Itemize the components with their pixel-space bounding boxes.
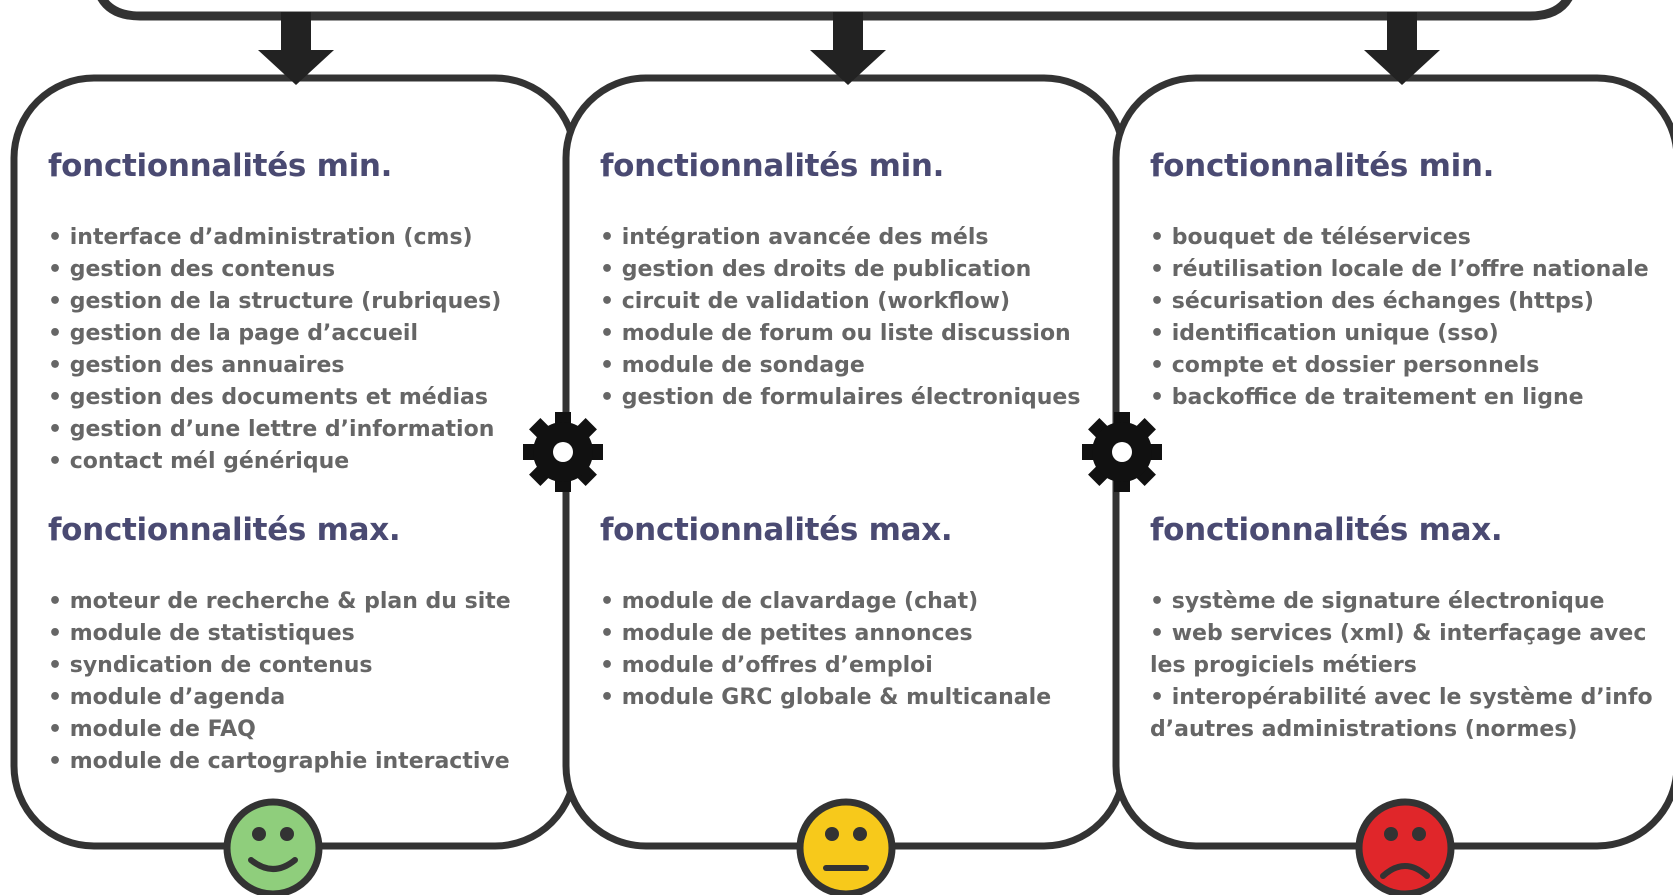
list-item: moteur de recherche & plan du site xyxy=(48,586,511,618)
list-item: identification unique (sso) xyxy=(1150,318,1649,350)
list-item: module de clavardage (chat) xyxy=(600,586,1051,618)
gear-icon xyxy=(523,412,603,492)
list-item: compte et dossier personnels xyxy=(1150,350,1649,382)
list-item: contact mél générique xyxy=(48,446,501,478)
list-item: système de signature électronique xyxy=(1150,586,1660,618)
list-item: interopérabilité avec le système d’info … xyxy=(1150,682,1660,746)
list-item: module de statistiques xyxy=(48,618,511,650)
list-item: module de cartographie interactive xyxy=(48,746,511,778)
panel-2-outline xyxy=(562,74,1128,850)
list-item: gestion d’une lettre d’information xyxy=(48,414,501,446)
min-features-heading: fonctionnalités min. xyxy=(1150,148,1495,184)
list-item: gestion des contenus xyxy=(48,254,501,286)
list-item: module d’offres d’emploi xyxy=(600,650,1051,682)
list-item: intégration avancée des méls xyxy=(600,222,1080,254)
list-item: module GRC globale & multicanale xyxy=(600,682,1051,714)
list-item: gestion de la page d’accueil xyxy=(48,318,501,350)
min-features-heading: fonctionnalités min. xyxy=(600,148,945,184)
list-item: gestion de formulaires électroniques xyxy=(600,382,1081,414)
list-item: syndication de contenus xyxy=(48,650,511,682)
list-item: module de sondage xyxy=(600,350,1080,382)
max-features-heading: fonctionnalités max. xyxy=(600,512,953,548)
max-features-heading: fonctionnalités max. xyxy=(1150,512,1503,548)
list-item: web services (xml) & interfaçage avec le… xyxy=(1150,618,1660,682)
list-item: gestion des documents et médias xyxy=(48,382,501,414)
list-item: gestion de la structure (rubriques) xyxy=(48,286,502,318)
list-item: gestion des annuaires xyxy=(48,350,501,382)
list-item: module de FAQ xyxy=(48,714,511,746)
sad-face-icon xyxy=(1355,798,1455,895)
list-item: gestion des droits de publication xyxy=(600,254,1080,286)
list-item: sécurisation des échanges (https) xyxy=(1150,286,1649,318)
max-features-heading: fonctionnalités max. xyxy=(48,512,401,548)
min-features-list: bouquet de téléservices réutilisation lo… xyxy=(1150,222,1649,414)
min-features-list: interface d’administration (cms) gestion… xyxy=(48,222,502,478)
list-item: réutilisation locale de l’offre national… xyxy=(1150,254,1649,286)
list-item: bouquet de téléservices xyxy=(1150,222,1649,254)
min-features-list: intégration avancée des méls gestion des… xyxy=(600,222,1081,414)
down-arrow-icon xyxy=(258,12,334,85)
list-item: module de petites annonces xyxy=(600,618,1051,650)
list-item: module de forum ou liste discussion xyxy=(600,318,1080,350)
happy-face-icon xyxy=(223,798,323,895)
list-item: module d’agenda xyxy=(48,682,511,714)
max-features-list: moteur de recherche & plan du site modul… xyxy=(48,586,511,778)
max-features-list: module de clavardage (chat) module de pe… xyxy=(600,586,1051,714)
list-item: interface d’administration (cms) xyxy=(48,222,501,254)
neutral-face-icon xyxy=(796,798,896,895)
list-item: backoffice de traitement en ligne xyxy=(1150,382,1649,414)
min-features-heading: fonctionnalités min. xyxy=(48,148,393,184)
down-arrow-icon xyxy=(1364,12,1440,85)
max-features-list: système de signature électronique web se… xyxy=(1150,586,1660,746)
list-item: circuit de validation (workflow) xyxy=(600,286,1080,318)
down-arrow-icon xyxy=(810,12,886,85)
gear-icon xyxy=(1082,412,1162,492)
